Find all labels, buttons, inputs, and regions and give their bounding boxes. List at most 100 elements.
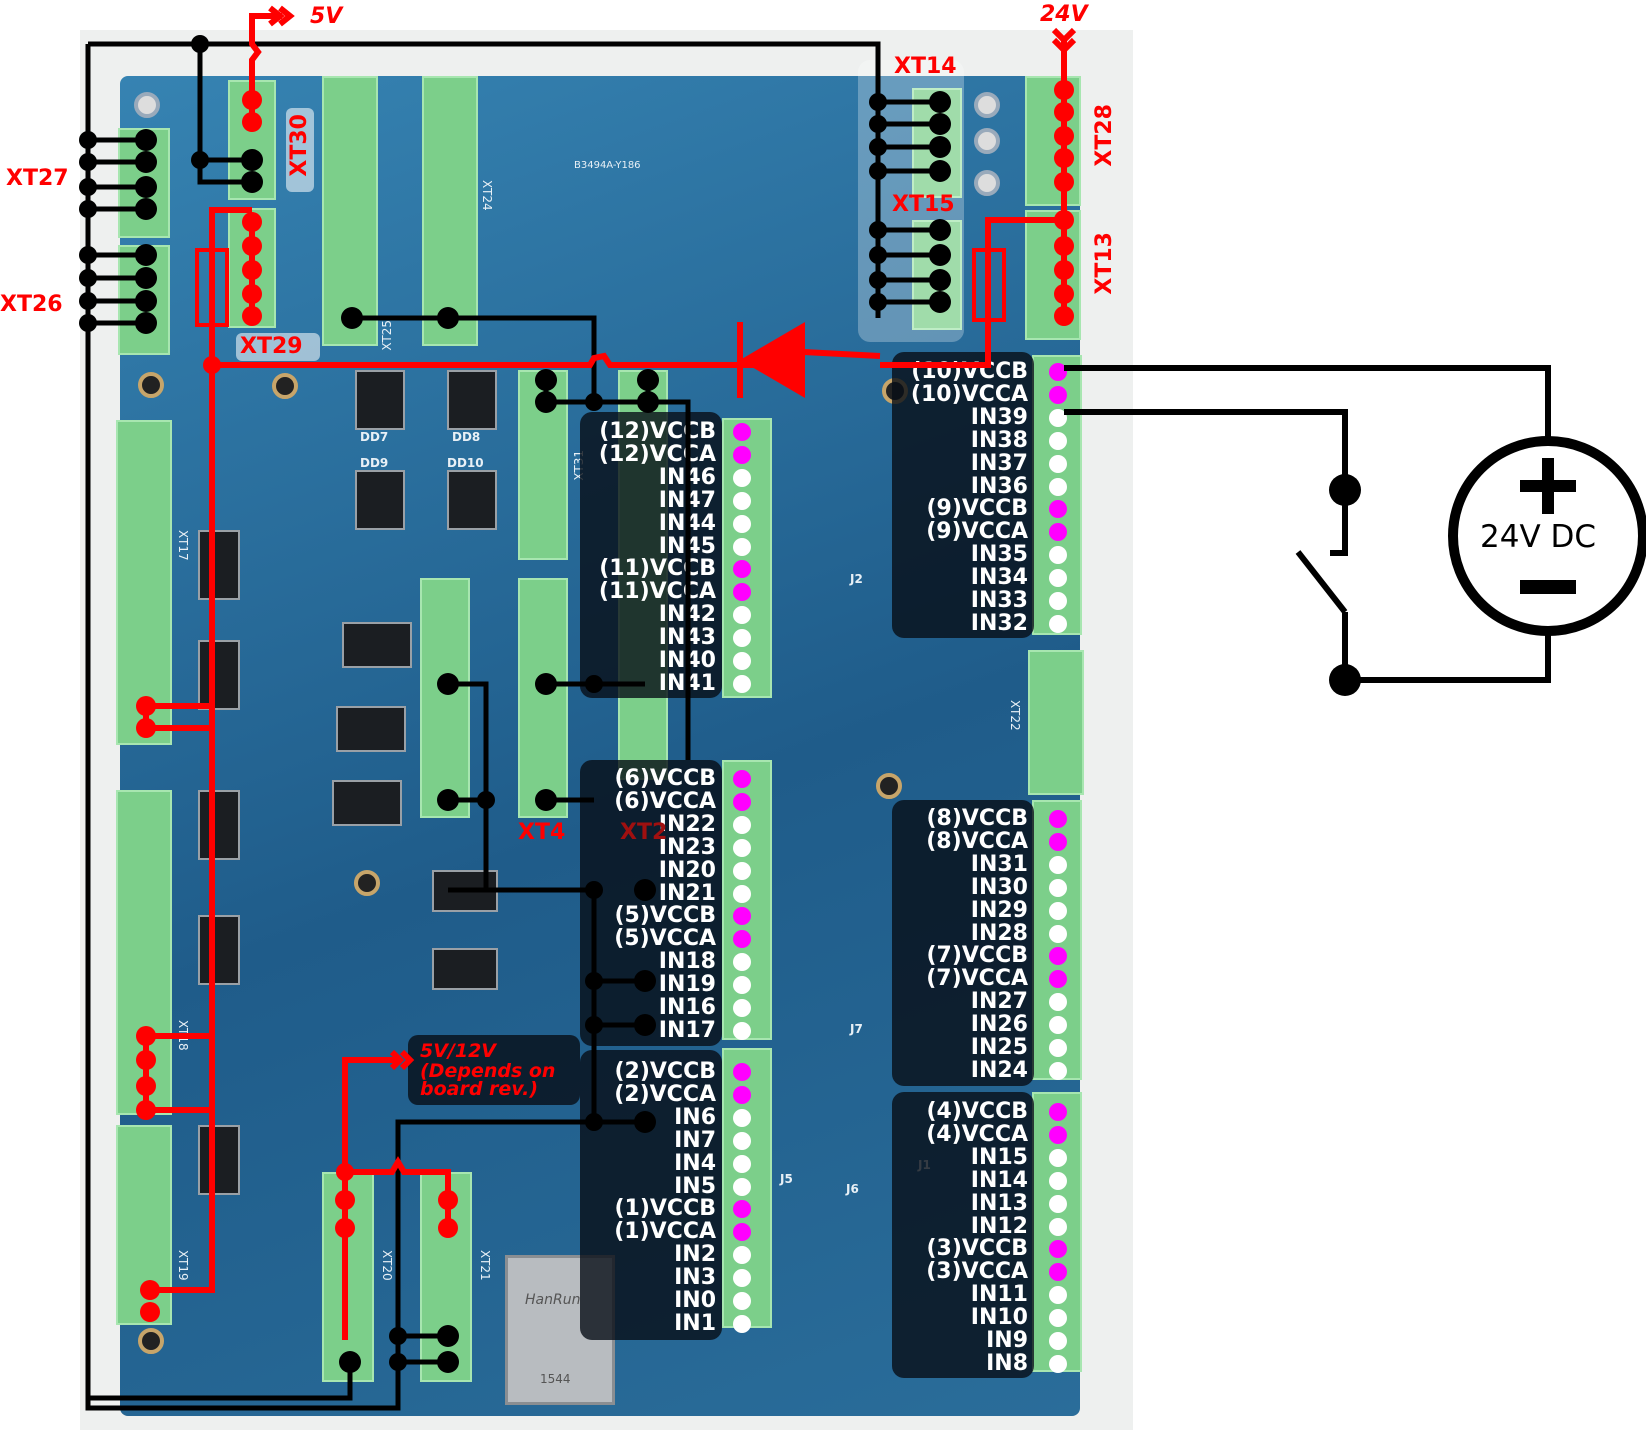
pin-row: IN3	[516, 1266, 716, 1289]
label-5v-12v-note-2: board rev.)	[420, 1078, 539, 1100]
mounting-hole	[974, 170, 1000, 196]
pin-label-input: IN31	[970, 851, 1028, 877]
dc-source-circle-icon	[1448, 436, 1646, 636]
silk-dd9: DD9	[360, 456, 389, 470]
pin-row: IN18	[516, 950, 716, 973]
input-pin-dot	[733, 1131, 751, 1150]
vcc-pin-dot	[733, 583, 751, 602]
pin-label-input: IN8	[986, 1350, 1028, 1376]
pin-label-input: IN12	[970, 1213, 1028, 1239]
input-pin-dot	[733, 1108, 751, 1127]
chip-dd9	[355, 470, 405, 530]
pin-label-input: IN27	[970, 989, 1028, 1015]
pin-row: (8)VCCB	[828, 807, 1028, 830]
pin-row: (4)VCCA	[828, 1123, 1028, 1146]
pin-label-vcc: (1)VCCB	[614, 1196, 716, 1222]
silk-pcb-code: B3494A-Y186	[574, 160, 641, 171]
supply-arrows	[268, 5, 1077, 1071]
silk-dd7: DD7	[360, 430, 389, 444]
input-pin-dot	[1049, 1148, 1067, 1167]
pin-row: (3)VCCB	[828, 1237, 1028, 1260]
silk-j5: J5	[780, 1172, 793, 1186]
vcc-pin-dot	[733, 1063, 751, 1081]
silk-xt21: XT21	[478, 1250, 492, 1281]
pin-row: IN23	[516, 836, 716, 859]
terminal-xt22	[1028, 650, 1084, 795]
pin-row: IN20	[516, 859, 716, 882]
switch-contact-icon	[1330, 490, 1348, 556]
pin-row: IN39	[828, 406, 1028, 429]
pin-label-input: IN3	[674, 1265, 716, 1291]
input-pin-dot	[733, 606, 751, 625]
switch-lever-icon	[1295, 550, 1348, 614]
input-pin-dot	[1049, 592, 1067, 610]
pin-row: IN19	[516, 973, 716, 996]
arrow-24v-icon	[1051, 27, 1077, 45]
input-pin-dot	[733, 468, 751, 487]
silk-xt24: XT24	[480, 180, 494, 211]
pin-label-input: IN33	[970, 588, 1028, 613]
xt30-label-bg	[286, 108, 314, 192]
pin-row: (6)VCCB	[516, 767, 716, 790]
pin-row: IN14	[828, 1169, 1028, 1192]
pin-row: (9)VCCA	[828, 520, 1028, 543]
label-xt2: XT2	[620, 820, 668, 845]
terminal-xt25	[322, 76, 378, 346]
pin-row: IN25	[828, 1036, 1028, 1059]
wire-in39-switch	[1064, 409, 1348, 490]
pin-row: IN22	[516, 813, 716, 836]
input-pin-dot	[733, 1292, 751, 1310]
pin-label-input: IN17	[658, 1017, 716, 1043]
pin-row: IN10	[828, 1306, 1028, 1329]
vcc-pin-dot	[1049, 970, 1067, 989]
power-wire-xt13	[880, 217, 1064, 368]
silk-dd10: DD10	[447, 456, 484, 470]
pin-row: (2)VCCA	[516, 1083, 716, 1106]
input-pin-dot	[733, 652, 751, 670]
terminal-xt4	[518, 578, 568, 818]
pin-label-input: IN6	[674, 1104, 716, 1130]
dc-polarity-icons	[1520, 458, 1576, 594]
chip-dd8	[447, 370, 497, 430]
pin-row: (7)VCCA	[828, 967, 1028, 990]
power-wire-5-12v	[342, 1057, 400, 1340]
terminal-xt18	[116, 790, 172, 1115]
mounting-hole	[974, 128, 1000, 154]
pin-row: IN12	[828, 1215, 1028, 1238]
chip	[432, 948, 498, 990]
pin-row: (4)VCCB	[828, 1100, 1028, 1123]
chip	[198, 640, 240, 710]
silk-xt20: XT20	[380, 1250, 394, 1281]
pin-row: IN37	[828, 452, 1028, 475]
pin-label-input: IN14	[970, 1167, 1028, 1193]
vcc-pin-dot	[1049, 1240, 1067, 1259]
diode-icon	[737, 322, 805, 398]
chip	[342, 622, 412, 668]
pin-row: (5)VCCB	[516, 904, 716, 927]
pin-label-input: IN20	[658, 857, 716, 883]
vcc-pin-dot	[1049, 1103, 1067, 1121]
pin-panel-group-8-7	[892, 800, 1034, 1086]
supply-note-box	[408, 1035, 580, 1105]
pin-label-vcc: (3)VCCA	[926, 1259, 1028, 1285]
chip-dd7	[355, 370, 405, 430]
mounting-hole	[876, 773, 902, 799]
ethernet-jack-code: 1544	[540, 1372, 571, 1386]
input-pin-dot	[733, 537, 751, 556]
power-wire-xt20-xt21	[345, 1156, 451, 1230]
silk-xt22: XT22	[1008, 700, 1022, 731]
pin-row: (1)VCCB	[516, 1197, 716, 1220]
pin-row: IN34	[828, 566, 1028, 589]
pin-row: IN36	[828, 475, 1028, 498]
pin-row: (5)VCCA	[516, 927, 716, 950]
pin-row: IN21	[516, 882, 716, 905]
chip	[332, 780, 402, 826]
xt29-label-bg	[236, 333, 320, 361]
input-pin-dot	[733, 674, 751, 693]
pin-row: IN7	[516, 1129, 716, 1152]
chip	[198, 790, 240, 860]
mounting-hole	[134, 92, 160, 118]
pin-label-vcc: (8)VCCA	[926, 828, 1028, 854]
pin-row: IN9	[828, 1329, 1028, 1352]
